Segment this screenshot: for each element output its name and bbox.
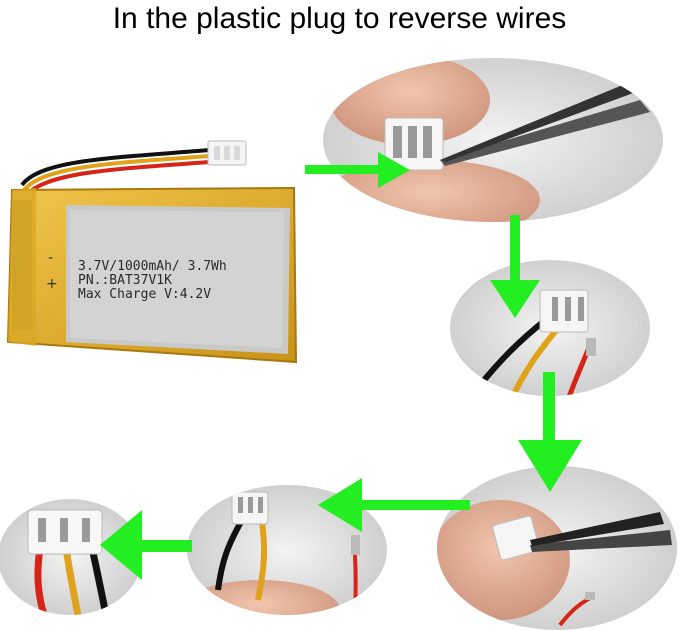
tweezers-icon [440, 82, 650, 166]
battery-label-line-2: PN.:BAT37V1K [78, 273, 172, 288]
battery-label-line-1: 3.7V/1000mAh/ 3.7Wh [78, 259, 227, 274]
battery-label-line-3: Max Charge V:4.2V [78, 287, 211, 302]
step-5-photo [0, 499, 142, 615]
battery-minus-sign: - [48, 250, 53, 266]
step-2-photo [450, 260, 650, 396]
step-3-photo [437, 466, 677, 630]
arrow-icon [490, 215, 540, 318]
arrow-icon [518, 372, 582, 492]
battery-icon: 3.7V/1000mAh/ 3.7Wh PN.:BAT37V1K Max Cha… [6, 148, 298, 364]
arrow-icon [305, 152, 410, 188]
step-1-photo [323, 58, 663, 222]
tweezers-icon [530, 512, 672, 552]
arrow-icon [318, 478, 470, 532]
step-4-photo [187, 485, 387, 615]
page-title: In the plastic plug to reverse wires [112, 2, 567, 35]
arrow-icon [100, 510, 192, 580]
connector-icon [207, 140, 247, 166]
connector-icon [492, 515, 540, 561]
battery-plus-sign: + [46, 276, 58, 292]
